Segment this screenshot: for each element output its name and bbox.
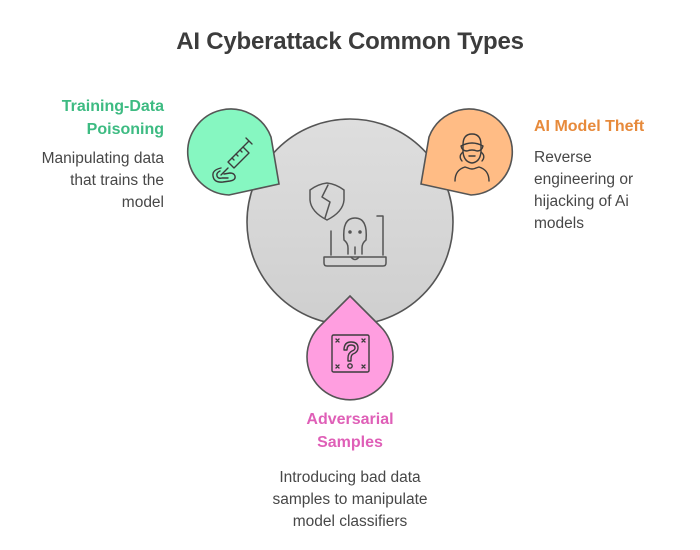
training-data-poisoning-teardrop [186,108,280,196]
center-circle [246,118,454,326]
description-line: Reverse [534,149,592,166]
description-line: model [121,194,164,211]
title-line: Adversarial [306,411,394,428]
description-line: samples to manipulate [272,491,428,508]
cyberattack-laptop-skull-broken-shield-icon [309,182,387,267]
ai-model-theft-description: Reverse engineering or hijacking of Ai m… [534,147,633,235]
description-line: Introducing bad data [279,469,421,486]
description-line: hijacking of Ai [534,193,629,210]
title-line: Training-Data [61,98,164,115]
training-data-poisoning-title: Training-Data Poisoning [62,95,164,141]
question-box-icon [331,334,370,373]
masked-thief-icon [454,133,490,182]
description-line: that trains the [70,172,164,189]
description-line: models [534,215,584,232]
training-data-poisoning-description: Manipulating data that trains the model [42,148,164,214]
description-line: model classifiers [292,513,408,530]
description-line: Manipulating data [41,150,164,167]
title-line: AI Model Theft [534,118,645,135]
syringe-icon [212,137,253,183]
adversarial-samples-title: Adversarial Samples [250,408,450,454]
adversarial-samples-teardrop [306,294,394,401]
title-line: Poisoning [86,121,164,138]
adversarial-samples-description: Introducing bad data samples to manipula… [220,467,480,533]
diagram-title: AI Cyberattack Common Types [176,28,524,55]
ai-model-theft-teardrop [420,108,514,196]
ai-model-theft-title: AI Model Theft [534,115,644,138]
description-line: engineering or [534,171,634,188]
title-line: Samples [317,434,383,451]
